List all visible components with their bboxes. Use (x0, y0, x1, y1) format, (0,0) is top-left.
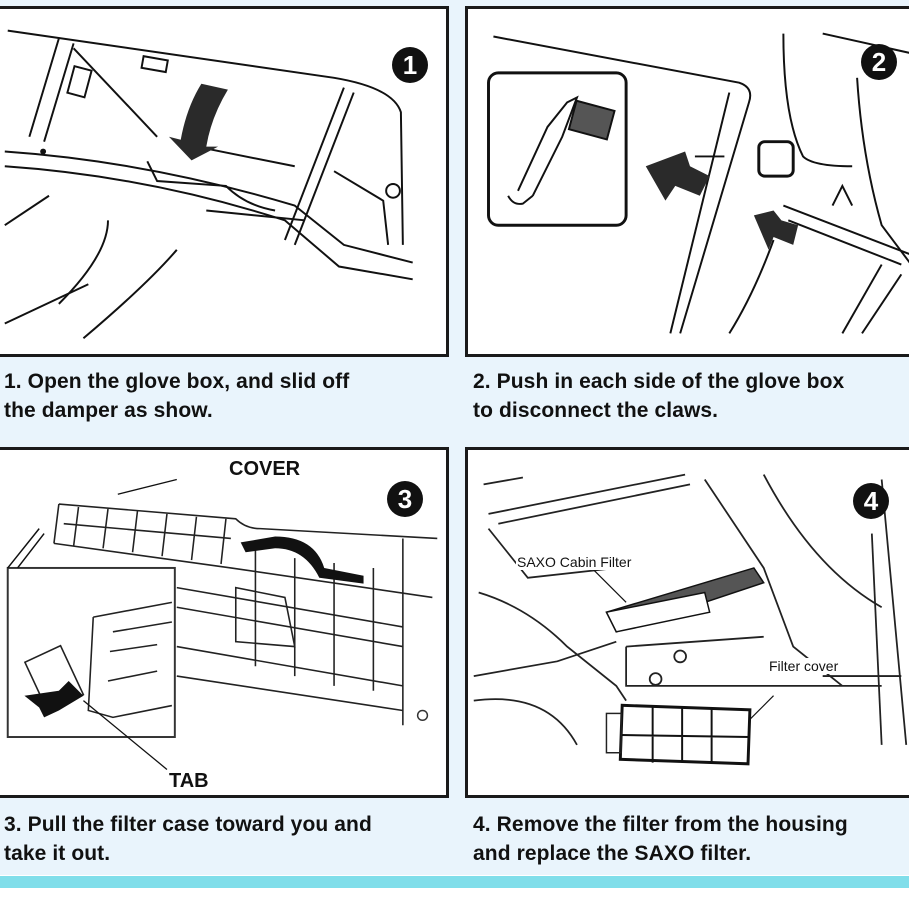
step-1-caption-line-1: 1. Open the glove box, and slid off (4, 370, 350, 393)
step-1-caption: 1. Open the glove box, and slid off the … (4, 367, 349, 425)
step-1-caption-line-2: the damper as show. (4, 399, 213, 422)
step-2-illustration: 2 (465, 6, 909, 357)
step-badge-1: 1 (392, 47, 428, 83)
step-badge-2: 2 (861, 44, 897, 80)
push-arrow-icon (24, 680, 84, 718)
claw-detail-inset (487, 71, 628, 227)
step-badge-4: 4 (853, 483, 889, 519)
filter-cover-part (605, 703, 752, 766)
glove-box-open-drawing (4, 29, 413, 340)
tab-label: TAB (169, 770, 209, 792)
push-arrow-icon (753, 210, 799, 250)
filter-cover-label: Filter cover (768, 658, 840, 674)
step-2-caption: 2. Push in each side of the glove box to… (473, 367, 844, 425)
arrow-down-icon (168, 83, 228, 161)
filter-housing-drawing (473, 473, 908, 766)
push-arrow-icon (645, 151, 710, 201)
step-4-illustration: SAXO Cabin Filter Filter cover 4 (465, 447, 909, 798)
step-badge-3: 3 (387, 481, 423, 517)
step-3-caption-line-2: take it out. (4, 842, 111, 865)
step-3-illustration: COVER TAB 3 (0, 447, 449, 798)
step-2-caption-line-1: 2. Push in each side of the glove box (473, 370, 845, 393)
footer-accent-bar (0, 876, 909, 888)
cover-label: COVER (229, 458, 301, 480)
step-4-caption-line-1: 4. Remove the filter from the housing (473, 813, 848, 836)
step-2-caption-line-2: to disconnect the claws. (473, 399, 719, 422)
step-3-caption: 3. Pull the filter case toward you and t… (4, 810, 372, 868)
step-4-caption-line-2: and replace the SAXO filter. (473, 842, 752, 865)
saxo-cabin-filter-label: SAXO Cabin Filter (516, 554, 633, 570)
pull-arrow-icon (240, 536, 364, 584)
step-1-illustration: 1 (0, 6, 449, 357)
instruction-sheet: 1 (0, 0, 909, 875)
filter-case-drawing (6, 478, 438, 770)
step-4-caption: 4. Remove the filter from the housing an… (473, 810, 848, 868)
glove-box-claws-drawing (487, 32, 909, 334)
step-3-caption-line-1: 3. Pull the filter case toward you and (4, 813, 372, 836)
